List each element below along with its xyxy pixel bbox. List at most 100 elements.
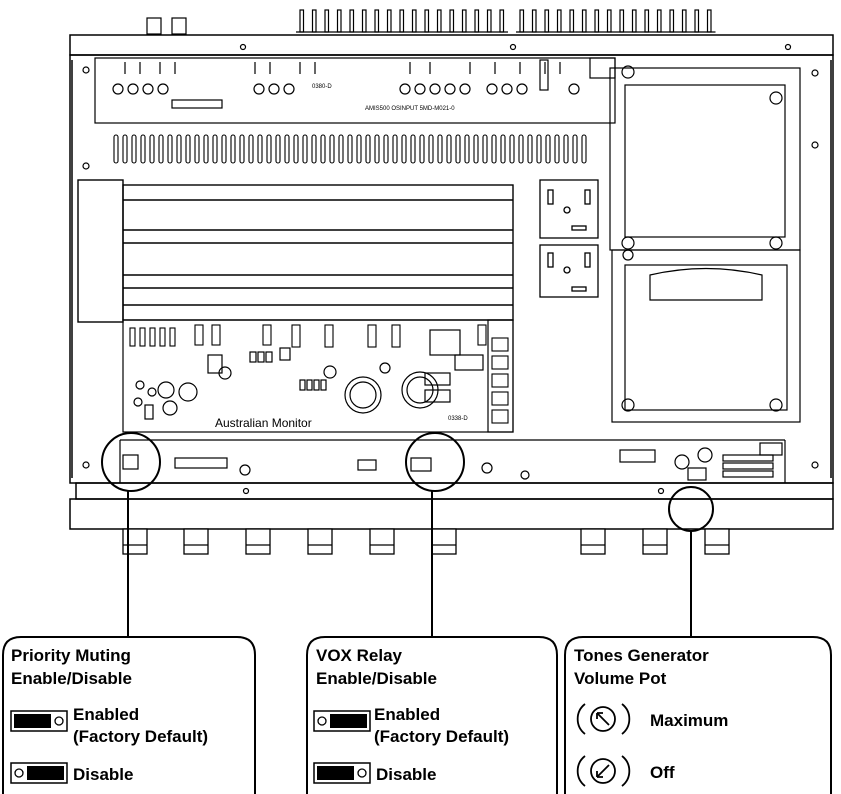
connector-pin [474, 9, 480, 33]
connector-pin [311, 9, 317, 33]
vent-slot [293, 134, 299, 164]
vent-slot [221, 134, 227, 164]
input-jack [414, 83, 426, 95]
knob-shaft [369, 528, 395, 555]
vox-title-line1: VOX Relay [316, 646, 403, 665]
vent-slot [302, 134, 308, 164]
input-jack [268, 83, 280, 95]
connector-pin [694, 9, 700, 33]
tones-title-line2: Volume Pot [574, 669, 667, 688]
vent-slot [446, 134, 452, 164]
priority-option2: Disable [73, 765, 133, 784]
front-knobs [122, 528, 730, 555]
vent-slot [437, 134, 443, 164]
heatsink [77, 179, 514, 323]
vent-slot [365, 134, 371, 164]
vent-slot [536, 134, 542, 164]
vent-slot [248, 134, 254, 164]
vent-slot [581, 134, 587, 164]
callout-circles [101, 432, 714, 532]
connector-pin [299, 9, 305, 33]
input-jack [127, 83, 139, 95]
vent-slot [212, 134, 218, 164]
knob-shaft [183, 528, 209, 555]
vent-slot [509, 134, 515, 164]
amp-board-code: 0338-D [448, 416, 468, 422]
transistor [194, 324, 204, 346]
vent-slot [554, 134, 560, 164]
connector-pin [324, 9, 330, 33]
vent-slot [275, 134, 281, 164]
terminal-block [491, 373, 509, 388]
vent-slot [464, 134, 470, 164]
switch-enabled-icon [10, 710, 68, 732]
vent-slot [356, 134, 362, 164]
connector-pin [519, 9, 525, 33]
transistor [291, 324, 301, 348]
vox-title-line2: Enable/Disable [316, 669, 437, 688]
connector-pin [336, 9, 342, 33]
vent-slot [410, 134, 416, 164]
vent-slot [167, 134, 173, 164]
vent-slot [158, 134, 164, 164]
vent-slot [176, 134, 182, 164]
vent-slot [329, 134, 335, 164]
connector-pin [461, 9, 467, 33]
brand-label: Australian Monitor [215, 416, 312, 430]
switch-disabled-icon [10, 762, 68, 784]
vent-slot [338, 134, 344, 164]
vox-option2: Disable [376, 765, 436, 784]
connector-pin [436, 9, 442, 33]
connector-pin [349, 9, 355, 33]
connector-pin [631, 9, 637, 33]
vent-slot [500, 134, 506, 164]
callout-boxes [2, 636, 832, 794]
connector-pin [486, 9, 492, 33]
transistor [477, 324, 487, 346]
switch-disabled-icon [313, 762, 371, 784]
tones-option2: Off [650, 763, 675, 782]
vent-slot [311, 134, 317, 164]
tones-option1: Maximum [650, 711, 728, 730]
vent-slot [257, 134, 263, 164]
connector-pin [449, 9, 455, 33]
tones-title-line1: Tones Generator [574, 646, 709, 665]
switch-enabled-icon [313, 710, 371, 732]
transistor [211, 324, 221, 346]
input-jack [429, 83, 441, 95]
vent-slot [527, 134, 533, 164]
chassis-screws [82, 43, 819, 495]
callout-lines [127, 491, 692, 637]
connector-pin [656, 9, 662, 33]
knob-shaft [431, 528, 457, 555]
vent-slot [140, 134, 146, 164]
vent-slot [383, 134, 389, 164]
connector-pin [399, 9, 405, 33]
connector-pin [606, 9, 612, 33]
priority-option1-line2: (Factory Default) [73, 727, 208, 746]
pot-max-icon [576, 703, 631, 735]
input-board [94, 57, 616, 124]
vent-slot [563, 134, 569, 164]
transistor [262, 324, 272, 346]
knob-shaft [704, 528, 730, 555]
power-transformer [609, 65, 801, 423]
connector-pin [499, 9, 505, 33]
vent-slot [320, 134, 326, 164]
vent-slot [482, 134, 488, 164]
input-jack [568, 83, 580, 95]
input-jack [459, 83, 471, 95]
chassis [69, 34, 834, 530]
knob-shaft [245, 528, 271, 555]
vox-option1-line1: Enabled [374, 705, 440, 724]
rear-jacks [146, 17, 187, 35]
vent-slot [419, 134, 425, 164]
vox-option1-line2: (Factory Default) [374, 727, 509, 746]
input-jack [253, 83, 265, 95]
vent-slot [194, 134, 200, 164]
vent-slot [518, 134, 524, 164]
vent-slot [473, 134, 479, 164]
terminal-block [491, 355, 509, 370]
connector-pin [531, 9, 537, 33]
